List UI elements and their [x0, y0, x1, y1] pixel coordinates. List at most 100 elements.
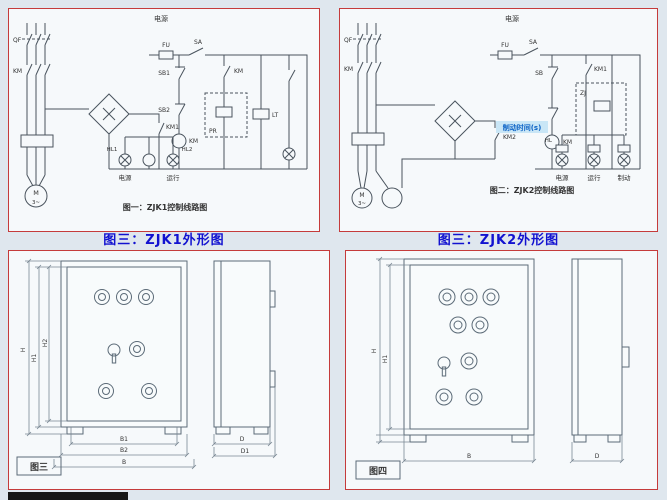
button-mid [460, 352, 478, 370]
control-rails [490, 54, 641, 169]
cabinet-body [403, 258, 535, 436]
motor-symbol [24, 184, 48, 208]
button-row2-1-inner [453, 320, 463, 330]
side-foot-left [215, 426, 231, 435]
button-bottom-2-inner [469, 392, 479, 402]
lamp-label: HL [545, 138, 553, 144]
lamp-2-inner [464, 292, 474, 302]
outline-drawing-zjk2: H H1 B D 图四 [355, 256, 630, 480]
dim-line-d1 [211, 387, 278, 459]
control-circuit: FU SA SB1 SB2 KM KM PR LT [149, 39, 308, 169]
dim-line-b [51, 459, 197, 470]
circuit1-panel: 电源 QF KM M 3~ KM1 [8, 8, 320, 232]
lamp-2-inner [120, 293, 128, 301]
run-text: 运行 [167, 173, 181, 182]
lock-keyhole [437, 356, 451, 370]
height-dimensions: H H1 [371, 256, 410, 445]
thermal-relay-box [351, 132, 385, 146]
button-row2-2 [471, 316, 489, 334]
brake-time-highlight [496, 121, 548, 133]
lamp-3-inner [486, 292, 496, 302]
breaker-label: QF [344, 37, 353, 44]
power-lamp-cross [557, 155, 567, 165]
lt-element [252, 108, 270, 120]
breaker-label: QF [13, 37, 22, 44]
indicator-ties [561, 134, 625, 169]
figure3-label: 图三 [30, 462, 48, 473]
dim-h2-label: H2 [42, 339, 49, 348]
side-foot-right [607, 434, 621, 443]
pr-element [215, 106, 233, 118]
aux-contact-label: KM [234, 68, 243, 75]
rectifier-output-wires [108, 113, 160, 169]
rectifier-cross [448, 114, 462, 128]
side-foot-right [253, 426, 269, 435]
side-view: D D1 [211, 260, 278, 459]
front-view [403, 258, 535, 443]
switch-contact [523, 47, 539, 56]
dim-line-b [401, 435, 537, 464]
rectifier-output-wires [401, 120, 496, 188]
run-lamp-cross [168, 155, 178, 165]
dim-line-b1 [68, 427, 180, 447]
contactor-coil [171, 133, 187, 149]
dim-h-label: H [371, 349, 378, 354]
motor-phase-label: 3~ [32, 200, 40, 206]
switch-label: SA [529, 39, 538, 46]
circuit2-panel: 电源 QF KM M 3~ KM2 [339, 8, 658, 232]
lock-slot [441, 366, 447, 377]
contactor-label: KM [13, 68, 22, 75]
button-bottom-1 [98, 383, 114, 399]
dim-line-h [26, 258, 32, 437]
power-lamp-cross [120, 155, 130, 165]
rectifier-section: KM2 [376, 100, 516, 188]
braking-contact-label: KM2 [503, 134, 516, 141]
dim-b1-label: B1 [120, 436, 128, 443]
extension-lines [376, 258, 410, 443]
front-view [60, 260, 188, 435]
brake-text: 制动 [618, 173, 632, 182]
run-lamp-label: HL2 [182, 147, 193, 153]
motor-leads [357, 170, 389, 189]
indicator-row: HL 电源 运行 制动 [535, 134, 640, 182]
lamp-3 [482, 288, 500, 306]
power-circuit: QF KM M 3~ [13, 23, 54, 208]
extension-lines [25, 260, 67, 435]
fuse-label: FU [162, 42, 170, 49]
braking-contact-label: KM1 [166, 124, 179, 131]
outline2-caption: 图三：ZJK2外形图 [437, 233, 560, 248]
foot-right [164, 426, 182, 435]
lamp-1 [94, 289, 110, 305]
control-circuit: FU SA SB KM KM1 ZJ [490, 39, 641, 169]
indicator-ties [124, 136, 174, 169]
aux-contact [585, 63, 593, 76]
time-relay-element [593, 100, 611, 112]
stop-button-label: SB1 [158, 70, 170, 77]
aux-contact [223, 65, 231, 78]
dim-line-d [211, 427, 273, 447]
outline1-caption: 图三：ZJK1外形图 [103, 233, 225, 248]
width-dimensions: B1 B2 B [51, 427, 197, 470]
phase-wires [357, 23, 377, 171]
hinge-bottom [269, 370, 276, 388]
button-row2-2-inner [475, 320, 485, 330]
outline2-panel: H H1 B D 图四 [345, 250, 658, 490]
foot-left [66, 426, 84, 435]
start-button [175, 103, 186, 116]
phase-wires [26, 23, 46, 175]
coil-symbol [142, 153, 156, 167]
start-button [548, 107, 559, 120]
indicator-row: HL1 HL2 电源 运行 [107, 136, 307, 182]
contactor-label: KM [344, 66, 353, 73]
lamp-2 [460, 288, 478, 306]
brake-unit-symbol [381, 187, 403, 209]
circuit2-caption: 图二：ZJK2控制线路图 [490, 185, 575, 195]
figure4-label: 图四 [369, 466, 387, 477]
cabinet-door [409, 264, 529, 430]
button-label: SB [535, 70, 543, 77]
dim-line-h1 [36, 264, 42, 430]
dim-b-label: B [467, 453, 471, 460]
width-dimensions: B [401, 435, 537, 464]
branch4-contact [288, 69, 296, 82]
